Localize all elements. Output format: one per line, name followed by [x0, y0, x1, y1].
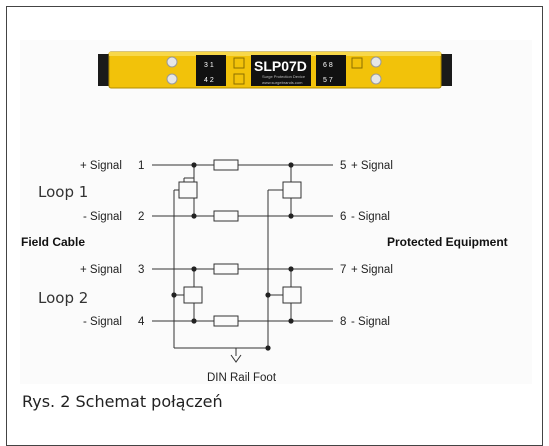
right-signal-label-5: + Signal: [351, 160, 393, 172]
junction-dot: [191, 318, 197, 324]
loop-1-label: Loop 1: [38, 183, 88, 201]
screw-terminal: [370, 73, 382, 85]
pin-label-left-top: 3 1: [204, 62, 214, 69]
left-signal-label-4: - Signal: [83, 316, 122, 328]
right-pin-8: 8: [340, 316, 346, 328]
device-label-plate: [251, 55, 311, 86]
left-signal-label-1: + Signal: [80, 160, 122, 172]
protected-equipment-label: Protected Equipment: [387, 235, 508, 249]
pin-label-right-bottom: 5 7: [323, 77, 333, 84]
junction-dot: [265, 292, 271, 298]
left-pin-1: 1: [138, 160, 144, 172]
junction-dot: [288, 266, 294, 272]
shunt-element: [282, 181, 302, 199]
din-rail-foot-label: DIN Rail Foot: [207, 372, 277, 384]
right-signal-label-8: - Signal: [351, 316, 390, 328]
junction-dot: [191, 162, 197, 168]
shunt-element: [282, 286, 302, 304]
device-model: SLP07D: [254, 58, 307, 74]
junction-dot: [288, 318, 294, 324]
screw-terminal: [166, 56, 178, 68]
junction-dot: [288, 162, 294, 168]
junction-dot: [265, 345, 271, 351]
device-end-cap-right: [440, 54, 452, 86]
indicator-square: [351, 57, 363, 69]
series-resistor: [213, 210, 239, 222]
left-pin-4: 4: [138, 316, 145, 328]
screw-terminal: [166, 73, 178, 85]
pin-label-right-top: 6 8: [323, 62, 333, 69]
device-photo: 3 1 4 2 SLP07D Surge Protection Device w…: [98, 51, 452, 89]
right-signal-label-6: - Signal: [351, 211, 390, 223]
device-url: www.surgebrands.com: [262, 80, 303, 85]
pin-label-left-bottom: 4 2: [204, 77, 214, 84]
right-pin-6: 6: [340, 211, 346, 223]
indicator-square: [233, 73, 245, 85]
device-subtitle: Surge Protection Device: [262, 74, 306, 79]
shunt-element: [178, 181, 198, 199]
figure-caption: Rys. 2 Schemat połączeń: [22, 392, 223, 411]
right-signal-label-7: + Signal: [351, 264, 393, 276]
left-signal-label-2: - Signal: [83, 211, 122, 223]
right-pin-7: 7: [340, 264, 346, 276]
device-end-cap-left: [98, 54, 110, 86]
junction-dot: [171, 292, 177, 298]
series-resistor: [213, 315, 239, 327]
pin-block-right: [316, 55, 346, 86]
ground-arrow: [230, 354, 242, 363]
junction-dot: [191, 213, 197, 219]
junction-dot: [191, 266, 197, 272]
right-pin-5: 5: [340, 160, 346, 172]
junction-dot: [288, 213, 294, 219]
series-resistor: [213, 263, 239, 275]
series-resistor: [213, 159, 239, 171]
pin-block-left: [196, 55, 226, 86]
field-cable-label: Field Cable: [21, 235, 85, 249]
left-pin-3: 3: [138, 264, 144, 276]
junction-dots: [171, 162, 294, 351]
figure-background: [20, 40, 532, 384]
shunt-element: [183, 286, 203, 304]
loop-2-label: Loop 2: [38, 289, 88, 307]
left-pin-2: 2: [138, 211, 144, 223]
screw-terminal: [370, 56, 382, 68]
left-signal-label-3: + Signal: [80, 264, 122, 276]
schematic: [152, 159, 333, 363]
indicator-square: [233, 57, 245, 69]
device-highlight: [109, 52, 441, 56]
